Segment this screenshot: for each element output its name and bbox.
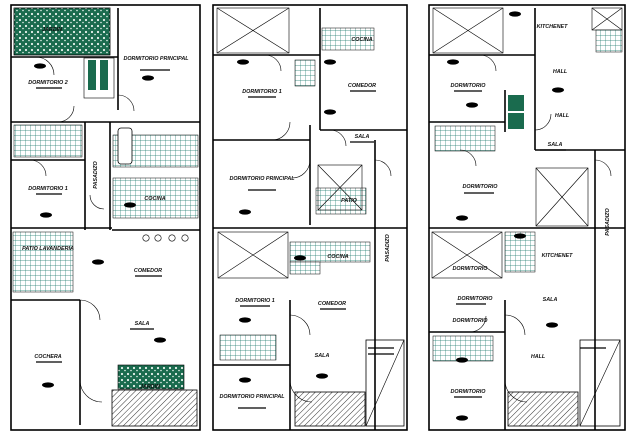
label-jardin-top: JARDIN bbox=[42, 27, 62, 33]
label-dormitorio-top: DORMITORIO bbox=[451, 83, 487, 89]
label-pasadizo-3: PASADIZO bbox=[605, 207, 611, 235]
label-dormitorio-1-top: DORMITORIO 1 bbox=[242, 89, 281, 95]
label-hall-1: HALL bbox=[553, 69, 567, 75]
label-pasadizo-2: PASADIZO bbox=[385, 233, 391, 261]
plan-1: JARDIN DORMITORIO 2 DORMITORIO PRINCIPAL… bbox=[10, 4, 201, 431]
label-dormitorio-principal-mid: DORMITORIO PRINCIPAL bbox=[229, 176, 294, 182]
plan-2: COCINA DORMITORIO 1 COMEDOR SALA DORMITO… bbox=[212, 4, 408, 431]
label-cocina: COCINA bbox=[144, 196, 165, 202]
label-pasadizo: PASADIZO bbox=[93, 160, 99, 188]
label-comedor-bottom: COMEDOR bbox=[318, 301, 346, 307]
label-kitchenet-top: KITCHENET bbox=[537, 24, 569, 30]
label-dormitorio-principal-bottom: DORMITORIO PRINCIPAL bbox=[219, 394, 284, 400]
label-hall-2: HALL bbox=[555, 113, 569, 119]
garden-top bbox=[13, 7, 111, 56]
plan-2-outline bbox=[212, 4, 408, 431]
label-comedor-top: COMEDOR bbox=[348, 83, 376, 89]
label-hall-3: HALL bbox=[531, 354, 545, 360]
label-sala-top-3: SALA bbox=[548, 142, 563, 148]
label-jardin-bottom: JARDIN bbox=[140, 384, 160, 390]
label-dormitorio-1-bottom: DORMITORIO 1 bbox=[235, 298, 274, 304]
label-patio: PATIO bbox=[341, 198, 357, 204]
label-cocina-mid: COCINA bbox=[327, 254, 348, 260]
label-kitchenet-mid: KITCHENET bbox=[542, 253, 574, 259]
label-dormitorio-principal: DORMITORIO PRINCIPAL bbox=[123, 56, 188, 62]
label-cocina-top: COCINA bbox=[351, 37, 372, 43]
label-dormitorio-1: DORMITORIO 1 bbox=[28, 186, 67, 192]
label-patio-lavanderia: PATIO LAVANDERIA bbox=[22, 246, 74, 252]
label-sala-bottom: SALA bbox=[315, 353, 330, 359]
label-dormitorio-mid-2: DORMITORIO bbox=[458, 296, 494, 302]
label-dormitorio-mid-1: DORMITORIO bbox=[463, 184, 499, 190]
label-dormitorio-low-2: DORMITORIO bbox=[453, 318, 489, 324]
label-comedor: COMEDOR bbox=[134, 268, 162, 274]
label-sala: SALA bbox=[135, 321, 150, 327]
label-dormitorio-low: DORMITORIO bbox=[453, 266, 489, 272]
label-dormitorio-bottom: DORMITORIO bbox=[451, 389, 487, 395]
label-dormitorio-2: DORMITORIO 2 bbox=[28, 80, 67, 86]
label-sala-top: SALA bbox=[355, 134, 370, 140]
label-sala-low: SALA bbox=[543, 297, 558, 303]
plan-3: KITCHENET HALL DORMITORIO HALL SALA DORM… bbox=[428, 4, 626, 431]
plan-3-outline bbox=[428, 4, 626, 431]
plan-1-outline bbox=[10, 4, 201, 431]
label-cochera: COCHERA bbox=[34, 354, 61, 360]
